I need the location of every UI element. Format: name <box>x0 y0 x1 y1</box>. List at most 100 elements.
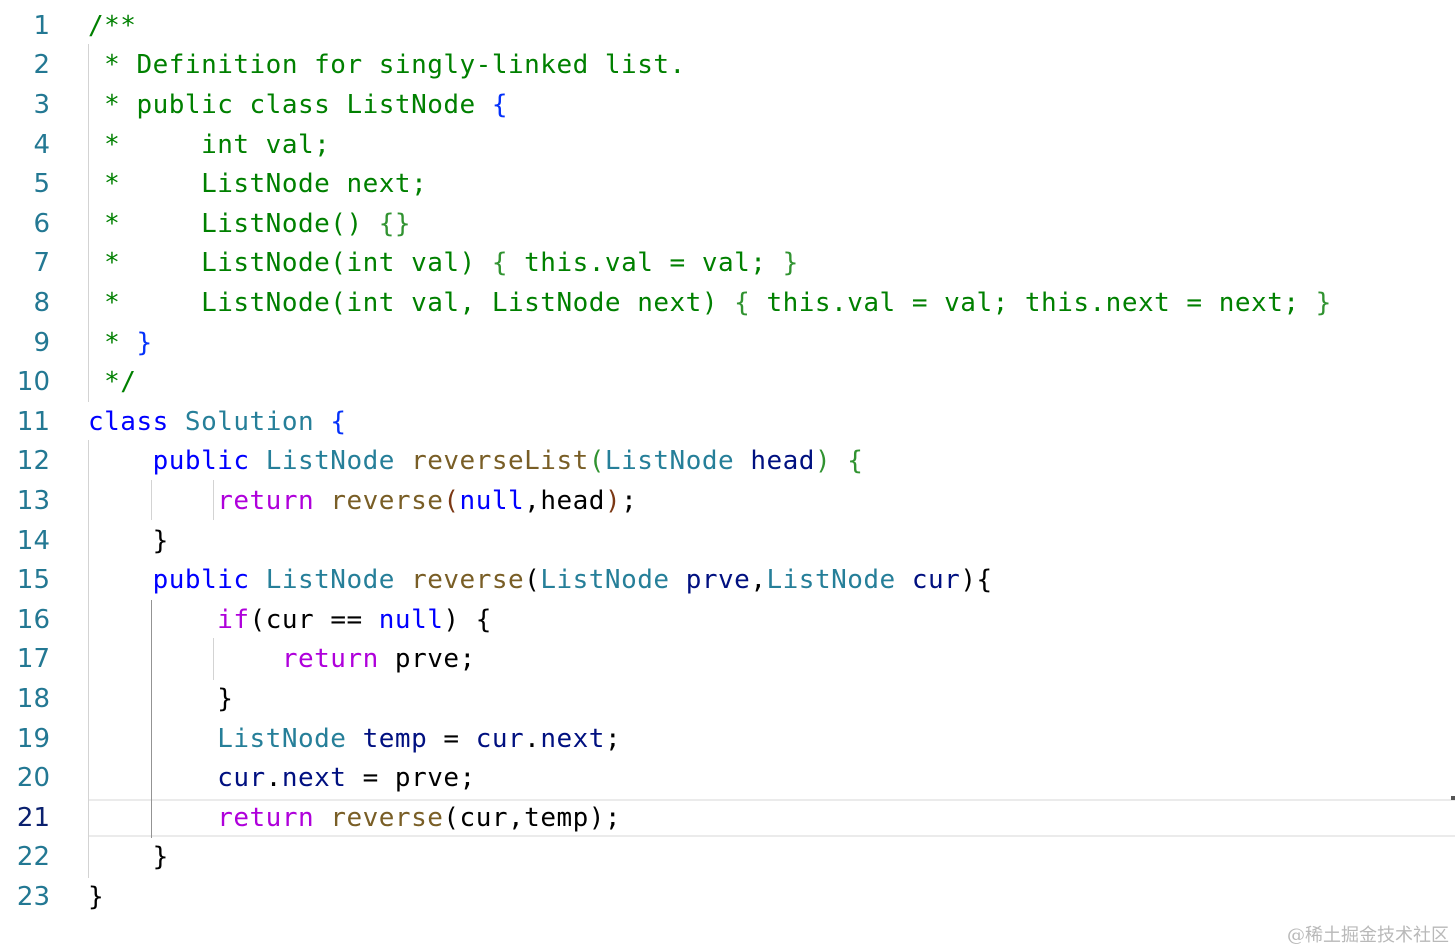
code-token: ,head <box>524 485 605 516</box>
code-text: class Solution { <box>88 407 346 437</box>
code-token: cur <box>88 763 266 794</box>
line-number: 20 <box>16 763 50 794</box>
code-text: * } <box>88 328 153 358</box>
code-text: * ListNode(int val, ListNode next) { thi… <box>88 288 1332 318</box>
code-token: ) { <box>443 604 492 635</box>
code-token: ( <box>443 485 460 516</box>
code-token: ( <box>249 604 266 635</box>
code-token: = <box>427 723 476 754</box>
code-token: cur == <box>265 604 379 635</box>
code-token: public <box>88 565 266 596</box>
code-text: * ListNode() {} <box>88 209 411 239</box>
code-line[interactable]: 1 /** <box>0 6 1455 46</box>
line-number: 1 <box>33 10 50 41</box>
code-text: public ListNode reverse(ListNode prve,Li… <box>88 565 993 595</box>
code-token: next <box>540 723 605 754</box>
line-number: 22 <box>16 842 50 873</box>
code-token: * ListNode(int val, ListNode next) <box>88 287 735 318</box>
code-token: ; <box>604 723 622 754</box>
code-token: ListNode <box>540 565 686 596</box>
code-token: prve <box>685 565 751 596</box>
line-number: 14 <box>16 525 50 556</box>
code-token: * ListNode next; <box>88 169 428 200</box>
code-line[interactable]: 13 return reverse(null,head); <box>0 481 1455 521</box>
code-token: } <box>1315 287 1332 318</box>
code-token: /** <box>88 10 137 41</box>
indent-guide <box>151 480 152 520</box>
line-number: 5 <box>33 169 50 200</box>
line-number: 19 <box>16 723 50 754</box>
code-token: reverseList <box>411 446 589 477</box>
code-token: } <box>88 881 105 912</box>
code-line[interactable]: 12 public ListNode reverseList(ListNode … <box>0 442 1455 482</box>
code-token: * public class ListNode <box>88 89 492 120</box>
code-line[interactable]: 19 ListNode temp = cur.next; <box>0 719 1455 759</box>
code-line[interactable]: 4 * int val; <box>0 125 1455 165</box>
code-line[interactable]: 22 } <box>0 838 1455 878</box>
code-token: ( <box>588 446 605 477</box>
code-text: /** <box>88 11 136 41</box>
code-line[interactable]: 16 if(cur == null) { <box>0 600 1455 640</box>
code-token: temp <box>362 723 428 754</box>
code-token: next <box>281 763 347 794</box>
line-number: 12 <box>16 446 50 477</box>
code-line[interactable]: 9 * } <box>0 323 1455 363</box>
code-line[interactable]: 7 * ListNode(int val) { this.val = val; … <box>0 244 1455 284</box>
code-line[interactable]: 6 * ListNode() {} <box>0 204 1455 244</box>
code-line[interactable]: 14 } <box>0 521 1455 561</box>
line-number: 8 <box>33 287 50 318</box>
code-token: . <box>265 763 282 794</box>
indent-guide <box>88 440 89 878</box>
code-text: } <box>88 526 169 556</box>
code-text: return reverse(null,head); <box>88 486 637 516</box>
code-token: , <box>750 565 767 596</box>
indent-guide <box>213 480 214 520</box>
line-number: 21 <box>16 802 50 833</box>
code-text: public ListNode reverseList(ListNode hea… <box>88 446 863 476</box>
line-number: 7 <box>33 248 50 279</box>
code-text: } <box>88 882 104 912</box>
code-token: return <box>88 485 331 516</box>
code-token: head <box>750 446 815 477</box>
code-token: prve; <box>394 644 476 675</box>
code-token: Solution <box>184 406 331 437</box>
code-token: return <box>88 802 331 833</box>
code-token: this.val = val; this.next = next; <box>750 287 1316 318</box>
code-line[interactable]: 5 * ListNode next; <box>0 164 1455 204</box>
code-token: ListNode <box>265 565 412 596</box>
code-token: return <box>88 644 395 675</box>
code-token: ListNode <box>88 723 363 754</box>
line-number: 3 <box>33 89 50 120</box>
line-number: 16 <box>16 604 50 635</box>
code-line[interactable]: 10 */ <box>0 362 1455 402</box>
code-line[interactable]: 2 * Definition for singly-linked list. <box>0 46 1455 86</box>
code-line[interactable]: 15 public ListNode reverse(ListNode prve… <box>0 560 1455 600</box>
indent-guide <box>213 638 214 680</box>
code-line[interactable]: 18 } <box>0 679 1455 719</box>
code-text: * ListNode next; <box>88 169 427 199</box>
line-number: 13 <box>16 485 50 516</box>
code-line[interactable]: 3 * public class ListNode { <box>0 85 1455 125</box>
code-token: ListNode <box>265 446 412 477</box>
code-token: public <box>88 446 266 477</box>
line-number: 18 <box>16 683 50 714</box>
code-token: ListNode <box>604 446 751 477</box>
code-line[interactable]: 21 return reverse(cur,temp); <box>0 798 1455 838</box>
line-number: 15 <box>16 565 50 596</box>
code-token: } <box>782 248 799 279</box>
code-line[interactable]: 17 return prve; <box>0 640 1455 680</box>
code-token: this.val = val; <box>508 248 783 279</box>
code-text: * public class ListNode { <box>88 90 508 120</box>
code-token: ( <box>443 802 460 833</box>
code-line[interactable]: 20 cur.next = prve; <box>0 758 1455 798</box>
code-token: } <box>88 842 169 873</box>
code-token: } <box>88 525 169 556</box>
code-line[interactable]: 8 * ListNode(int val, ListNode next) { t… <box>0 283 1455 323</box>
code-token: * int val; <box>88 129 331 160</box>
code-line[interactable]: 23} <box>0 877 1455 917</box>
code-token: */ <box>88 367 137 398</box>
code-text: */ <box>88 367 136 397</box>
indent-guide <box>88 44 89 402</box>
